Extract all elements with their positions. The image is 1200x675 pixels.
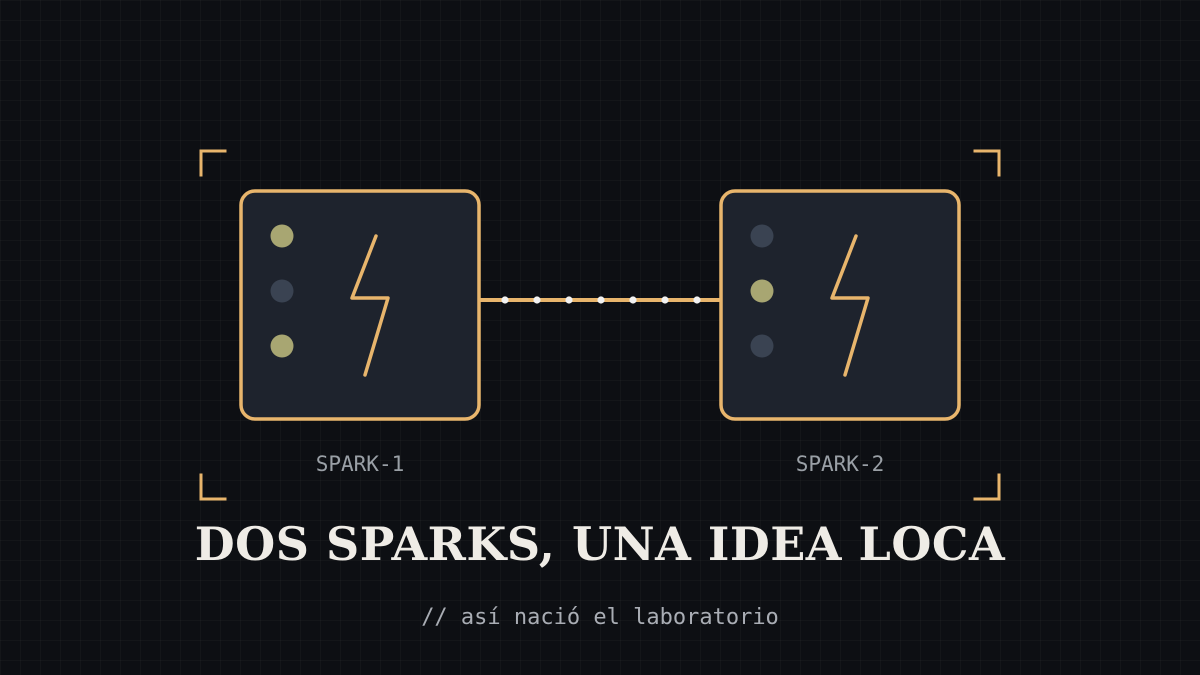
tagline: // así nació el laboratorio	[421, 605, 779, 630]
data-packet	[693, 296, 701, 304]
data-packet	[533, 296, 541, 304]
corner-bracket-top-left	[199, 149, 227, 177]
node-label: SPARK-2	[796, 452, 885, 476]
data-packets	[501, 296, 701, 304]
spark-node-1: SPARK-1	[239, 189, 481, 476]
status-led	[750, 279, 774, 303]
corner-bracket-top-right	[973, 149, 1001, 177]
spark-node-2: SPARK-2	[719, 189, 961, 476]
data-packet	[629, 296, 637, 304]
node-panel	[239, 189, 481, 421]
status-led	[270, 224, 294, 248]
corner-bracket-bottom-right	[973, 473, 1001, 501]
node-label: SPARK-1	[316, 452, 405, 476]
status-led	[270, 334, 294, 358]
data-packet	[661, 296, 669, 304]
data-packet	[597, 296, 605, 304]
headline: DOS SPARKS, UNA IDEA LOCA	[194, 517, 1006, 571]
data-packet	[501, 296, 509, 304]
status-led	[270, 279, 294, 303]
lightning-bolt-icon	[830, 234, 870, 377]
connection-link	[480, 296, 722, 304]
status-led	[750, 224, 774, 248]
corner-bracket-bottom-left	[199, 473, 227, 501]
lightning-bolt-icon	[350, 234, 390, 377]
status-led	[750, 334, 774, 358]
frame-brackets	[199, 149, 1001, 501]
data-packet	[565, 296, 573, 304]
node-panel	[719, 189, 961, 421]
